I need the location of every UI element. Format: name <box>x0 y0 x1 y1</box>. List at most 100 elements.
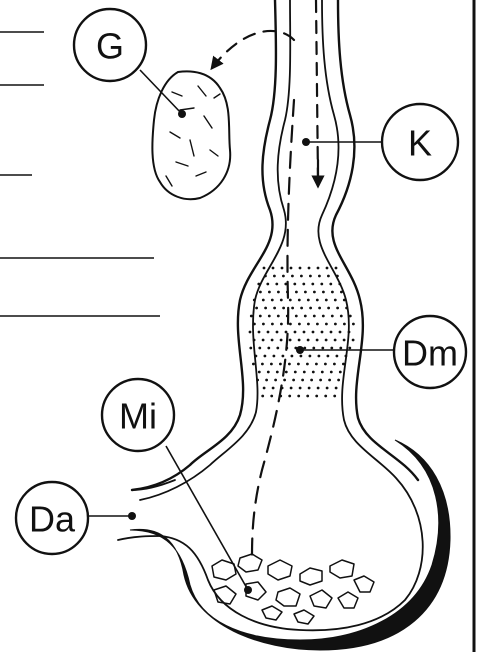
stipple-dot <box>345 307 348 310</box>
stipple-dot <box>261 395 264 398</box>
stipple-dot <box>302 283 305 286</box>
label-da-text: Da <box>29 499 76 540</box>
stipple-dot <box>306 395 309 398</box>
stipple-dot <box>288 363 291 366</box>
stipple-dot <box>330 347 333 350</box>
stipple-dot <box>249 347 252 350</box>
stipple-dot <box>312 371 315 374</box>
stipple-dot <box>316 299 319 302</box>
stipple-dot <box>273 355 276 358</box>
stipple-dot <box>300 275 303 278</box>
stipple-dot <box>340 291 343 294</box>
stipple-dot <box>319 379 322 382</box>
flow-path-dashed-top <box>316 0 318 180</box>
outer-wall-right <box>332 0 418 480</box>
stipple-dot <box>291 355 294 358</box>
label-k: K <box>302 104 458 180</box>
stipple-dot <box>292 379 295 382</box>
stipple-dot <box>250 315 253 318</box>
stipple-dot <box>299 267 302 270</box>
stipple-dot <box>297 395 300 398</box>
stipple-dot <box>316 323 319 326</box>
stipple-dot <box>343 323 346 326</box>
stipple-dot <box>264 275 267 278</box>
dotted-region <box>249 267 355 398</box>
stipple-dot <box>328 379 331 382</box>
stipple-dot <box>291 307 294 310</box>
stipple-dot <box>258 331 261 334</box>
stipple-dot <box>315 363 318 366</box>
stipple-dot <box>290 387 293 390</box>
stipple-dot <box>298 323 301 326</box>
stipple-dot <box>264 307 267 310</box>
stipple-dot <box>307 299 310 302</box>
stipple-dot <box>322 291 325 294</box>
stipple-dot <box>282 355 285 358</box>
stipple-dot <box>272 267 275 270</box>
stipple-dot <box>298 299 301 302</box>
label-mi-text: Mi <box>119 396 157 437</box>
stipple-dot <box>276 347 279 350</box>
stipple-dot <box>265 379 268 382</box>
stipple-dot <box>262 339 265 342</box>
stipple-dot <box>322 315 325 318</box>
stipple-dot <box>299 387 302 390</box>
stipple-dot <box>273 307 276 310</box>
stipple-dot <box>280 339 283 342</box>
stipple-dot <box>294 371 297 374</box>
stipple-dot <box>325 339 328 342</box>
stipple-dot <box>349 315 352 318</box>
label-k-text: K <box>408 123 432 164</box>
stipple-dot <box>271 323 274 326</box>
stipple-dot <box>270 363 273 366</box>
stipple-dot <box>334 339 337 342</box>
stipple-dot <box>276 331 279 334</box>
stipple-dot <box>310 379 313 382</box>
stipple-dot <box>334 323 337 326</box>
stipple-dot <box>268 291 271 294</box>
stipple-dot <box>304 291 307 294</box>
stipple-dot <box>268 315 271 318</box>
stipple-dot <box>255 355 258 358</box>
stipple-dot <box>331 291 334 294</box>
stipple-dot <box>329 283 332 286</box>
stipple-dot <box>352 323 355 326</box>
stipple-dot <box>333 395 336 398</box>
stipple-dot <box>336 307 339 310</box>
stipple-dot <box>283 379 286 382</box>
stipple-dot <box>338 283 341 286</box>
stipple-dot <box>259 315 262 318</box>
stipple-dot <box>343 339 346 342</box>
stipple-dot <box>334 299 337 302</box>
stipple-dot <box>339 331 342 334</box>
stipple-dot <box>264 355 267 358</box>
stipple-dot <box>295 291 298 294</box>
stipple-dot <box>317 267 320 270</box>
stipple-dot <box>262 323 265 326</box>
stipple-dot <box>276 371 279 374</box>
stipple-dot <box>325 323 328 326</box>
stipple-dot <box>327 355 330 358</box>
stipple-dot <box>321 347 324 350</box>
stipple-dot <box>282 307 285 310</box>
stipple-dot <box>258 347 261 350</box>
stipple-dot <box>253 299 256 302</box>
stipple-dot <box>343 299 346 302</box>
stipple-dot <box>252 363 255 366</box>
label-g: G <box>74 9 186 118</box>
stipple-dot <box>318 275 321 278</box>
stipple-dot <box>321 331 324 334</box>
grit-stone <box>152 71 230 199</box>
stipple-dot <box>282 275 285 278</box>
stipple-dot <box>309 355 312 358</box>
stipple-dot <box>279 363 282 366</box>
stipple-dot <box>253 323 256 326</box>
stipple-dot <box>316 339 319 342</box>
stipple-dot <box>281 267 284 270</box>
label-da: Da <box>16 482 136 554</box>
stipple-dot <box>317 387 320 390</box>
stipple-dot <box>318 355 321 358</box>
stipple-dot <box>262 299 265 302</box>
stipple-dot <box>300 355 303 358</box>
stipple-dot <box>330 371 333 374</box>
